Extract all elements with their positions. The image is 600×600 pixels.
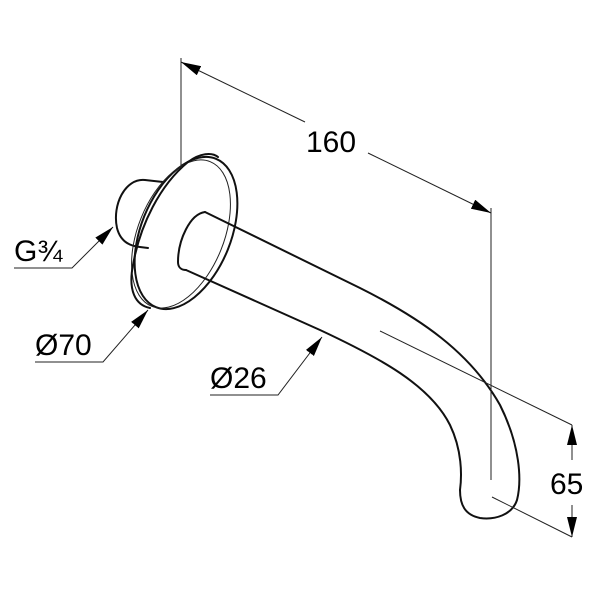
thread-callout: G¾	[14, 226, 114, 269]
thread-stub	[114, 178, 164, 249]
flange-diameter-callout: Ø70	[35, 309, 149, 363]
spout-diameter-callout: Ø26	[210, 336, 323, 396]
wall-flange	[130, 153, 239, 311]
spout-diameter-label: Ø26	[210, 362, 267, 395]
dimension-height: 65	[379, 330, 583, 538]
dimension-length-label: 160	[306, 126, 356, 159]
flange-diameter-label: Ø70	[35, 329, 92, 362]
spout-body	[177, 211, 521, 520]
dimension-length: 160	[180, 58, 492, 480]
dimension-height-label: 65	[550, 468, 583, 501]
thread-label: G¾	[14, 235, 63, 268]
